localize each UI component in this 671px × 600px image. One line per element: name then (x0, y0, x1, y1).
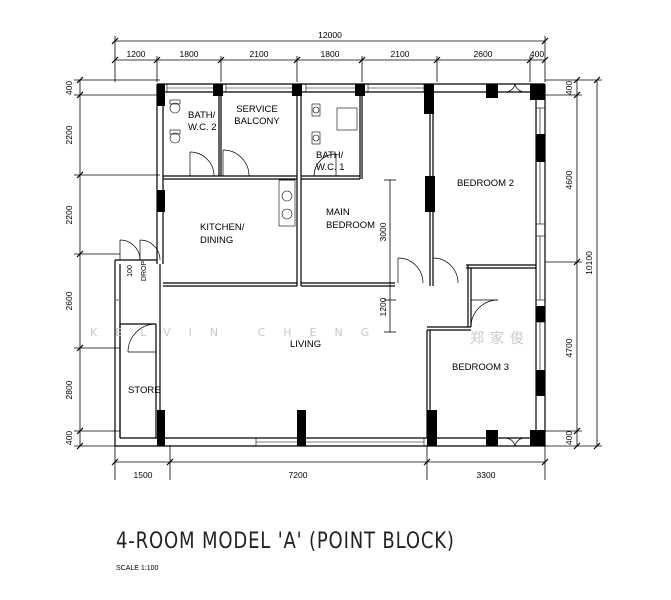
watermark: KELVIN CHENG (90, 326, 387, 339)
room-bedroom2: BEDROOM 2 (457, 178, 514, 189)
dim-top-6: 2600 (474, 49, 493, 59)
dim-total-width: 12000 (318, 30, 342, 40)
room-main-line2: BEDROOM (326, 220, 375, 231)
room-bath2-line2: W.C. 2 (188, 122, 217, 133)
dim-right-1: 400 (564, 81, 574, 95)
refuse-drop-label: DROP (141, 261, 148, 282)
dim-bottom-3: 3300 (477, 470, 496, 480)
room-bath1-line2: W.C. 1 (316, 162, 345, 173)
dim-top-7: 400 (530, 49, 544, 59)
dim-right-2: 4600 (564, 170, 574, 189)
watermark-cn: 郑家俊 (470, 330, 530, 347)
refuse-drop-number: 100 (127, 265, 134, 277)
dim-left-5: 2800 (64, 380, 74, 399)
dim-bottom-2: 7200 (289, 470, 308, 480)
dim-top-3: 2100 (250, 49, 269, 59)
dim-top-4: 1800 (321, 49, 340, 59)
drawing-title: 4-ROOM MODEL 'A' (POINT BLOCK) (116, 529, 455, 554)
room-service-line2: BALCONY (234, 116, 280, 127)
dim-interior-1: 3000 (378, 222, 388, 241)
dim-top-1: 1200 (127, 49, 146, 59)
dim-right-4: 400 (564, 431, 574, 445)
room-bedroom3: BEDROOM 3 (452, 362, 509, 373)
drawing-scale: SCALE 1:100 (116, 565, 159, 572)
dim-right-total: 10100 (584, 251, 594, 275)
dim-right-3: 4700 (564, 338, 574, 357)
room-bath2-line1: BATH/ (188, 110, 216, 121)
room-living: LIVING (290, 339, 321, 350)
dim-bottom-1: 1500 (134, 470, 153, 480)
dim-left-6: 400 (64, 431, 74, 445)
dim-interior-2: 1200 (378, 297, 388, 316)
dim-left-4: 2600 (64, 291, 74, 310)
room-main-line1: MAIN (326, 207, 350, 218)
dim-left-1: 400 (64, 81, 74, 95)
room-store: STORE (128, 385, 161, 396)
room-kitchen-line1: KITCHEN/ (200, 222, 245, 233)
dim-top-5: 2100 (391, 49, 410, 59)
dim-left-2: 2200 (64, 125, 74, 144)
room-kitchen-line2: DINING (200, 235, 233, 246)
room-service-line1: SERVICE (236, 104, 278, 115)
dim-left-3: 2200 (64, 205, 74, 224)
room-bath1-line1: BATH/ (316, 150, 344, 161)
dim-top-2: 1800 (180, 49, 199, 59)
